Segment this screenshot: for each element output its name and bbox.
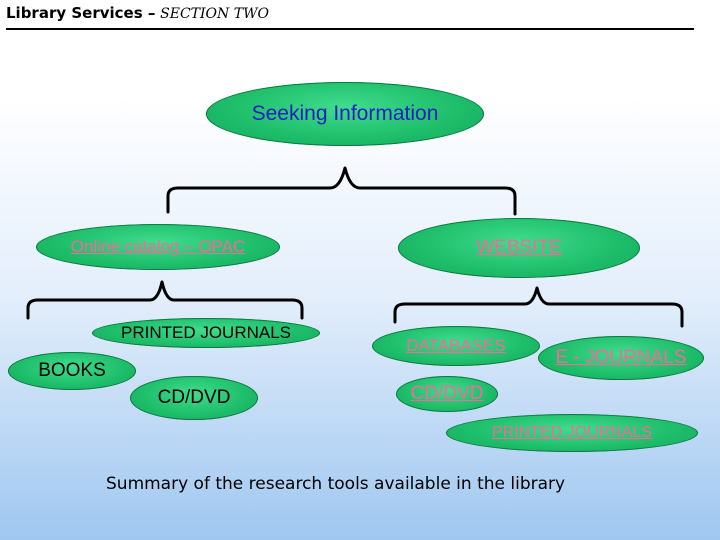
cd-dvd-label-right: CD/DVD: [410, 383, 484, 404]
root-brace: [166, 166, 517, 216]
printed-journals-node-right: PRINTED JOURNALS: [446, 414, 698, 452]
header-title: Library Services –: [6, 4, 156, 22]
slide-caption: Summary of the research tools available …: [106, 474, 566, 494]
root-node: Seeking Information: [206, 82, 484, 146]
databases-node: DATABASES: [372, 326, 540, 366]
cd-dvd-node-left: CD/DVD: [130, 376, 258, 420]
e-journals-label: E - JOURNALS: [555, 347, 687, 368]
left-branch-label: Online catalog – OPAC: [70, 237, 246, 256]
cd-dvd-node-right: CD/DVD: [396, 376, 498, 412]
cd-dvd-label-left: CD/DVD: [157, 387, 231, 408]
left-brace: [26, 280, 304, 320]
e-journals-node: E - JOURNALS: [538, 336, 704, 380]
root-label: Seeking Information: [251, 102, 439, 125]
printed-journals-node: PRINTED JOURNALS: [92, 318, 320, 348]
left-branch-node: Online catalog – OPAC: [36, 224, 280, 270]
books-node: BOOKS: [8, 352, 136, 390]
books-label: BOOKS: [38, 360, 106, 381]
header-section: SECTION TWO: [160, 6, 269, 22]
right-brace: [393, 286, 684, 328]
printed-journals-label: PRINTED JOURNALS: [120, 323, 292, 342]
right-branch-node: WEBSITE: [398, 218, 640, 278]
slide-header: Library Services – SECTION TWO: [6, 4, 694, 30]
right-branch-label: WEBSITE: [476, 237, 562, 258]
printed-journals-label-right: PRINTED JOURNALS: [491, 424, 653, 441]
databases-label: DATABASES: [406, 336, 506, 355]
